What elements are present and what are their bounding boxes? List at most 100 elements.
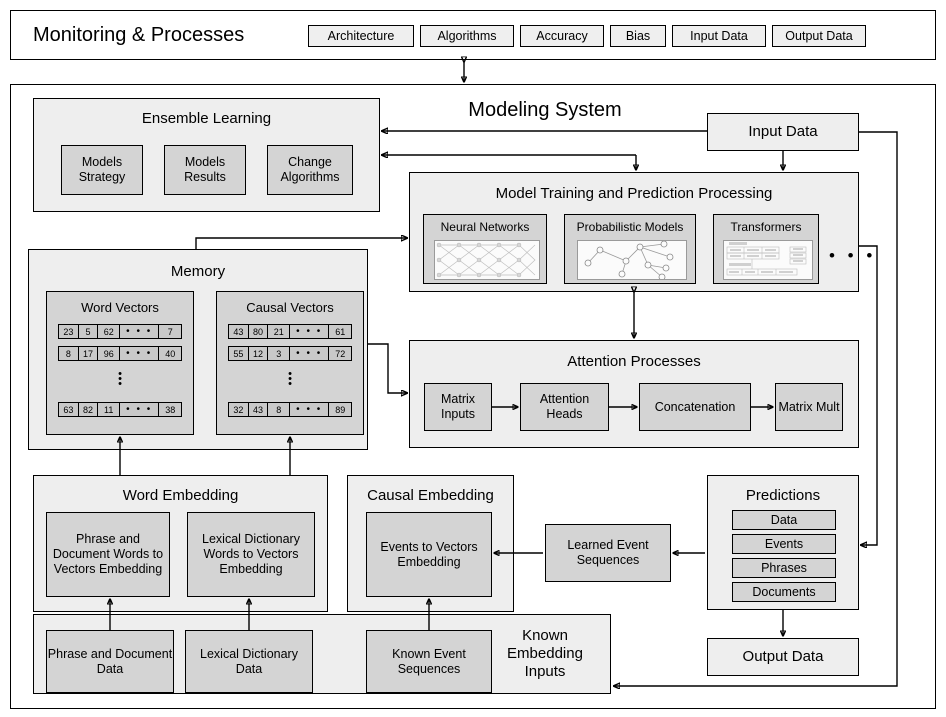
tab-accuracy[interactable]: Accuracy — [520, 25, 604, 47]
lexical-dictionary-embedding-node[interactable]: Lexical Dictionary Words to Vectors Embe… — [187, 512, 315, 597]
tab-bias[interactable]: Bias — [610, 25, 666, 47]
concatenation-node[interactable]: Concatenation — [639, 383, 751, 431]
ensemble-learning-title: Ensemble Learning — [141, 110, 272, 127]
causal-vectors-title: Causal Vectors — [246, 300, 334, 315]
learned-event-sequences-node[interactable]: Learned Event Sequences — [545, 524, 671, 582]
memory-title: Memory — [170, 263, 226, 280]
vector-cell-ellipsis: • • • — [290, 347, 330, 360]
neural-networks-thumbnail — [434, 240, 540, 280]
vector-cell: 96 — [98, 347, 121, 360]
prediction-item-events[interactable]: Events — [732, 534, 836, 554]
vector-cell: 23 — [59, 325, 79, 338]
predictions-title: Predictions — [745, 487, 821, 504]
probabilistic-graph-graphic — [584, 241, 674, 279]
causal-vector-row: 43 80 21 • • • 61 — [228, 324, 352, 339]
change-algorithms-node[interactable]: Change Algorithms — [267, 145, 353, 195]
learned-event-sequences-label: Learned Event Sequences — [567, 538, 649, 567]
transformers-node[interactable]: Transformers — [713, 214, 819, 284]
models-strategy-node[interactable]: Models Strategy — [61, 145, 143, 195]
prediction-item-label: Events — [764, 536, 804, 551]
neural-networks-node[interactable]: Neural Networks — [423, 214, 547, 284]
neural-networks-label: Neural Networks — [440, 220, 530, 234]
modeling-system-title: Modeling System — [468, 99, 622, 121]
prediction-item-documents[interactable]: Documents — [732, 582, 836, 602]
vector-cell: 7 — [167, 326, 173, 337]
matrix-mult-label: Matrix Mult — [778, 399, 840, 414]
vector-cell: 11 — [98, 403, 121, 416]
phrase-document-data-label: Phrase and Document Data — [47, 646, 173, 676]
causal-embedding-title: Causal Embedding — [367, 487, 494, 504]
models-results-label: Models Results — [184, 155, 226, 184]
vector-cell: 82 — [79, 403, 99, 416]
vector-cell: 43 — [249, 403, 269, 416]
training-ellipsis: • • • — [829, 246, 877, 265]
transformers-label: Transformers — [730, 220, 802, 234]
tab-algorithms[interactable]: Algorithms — [420, 25, 514, 47]
tab-output-data-label: Output Data — [785, 28, 853, 43]
vector-cell: 38 — [165, 404, 176, 415]
prediction-item-phrases[interactable]: Phrases — [732, 558, 836, 578]
vector-cell: 80 — [249, 325, 269, 338]
vector-cell: 89 — [335, 404, 346, 415]
events-to-vectors-label: Events to Vectors Embedding — [380, 539, 478, 569]
known-event-sequences-label: Known Event Sequences — [392, 646, 466, 676]
attention-heads-node[interactable]: Attention Heads — [520, 383, 609, 431]
output-data-node[interactable]: Output Data — [707, 638, 859, 676]
causal-vectors-node[interactable]: Causal Vectors 43 80 21 • • • 61 55 12 3… — [216, 291, 364, 435]
matrix-inputs-node[interactable]: Matrix Inputs — [424, 383, 492, 431]
probabilistic-models-label: Probabilistic Models — [576, 220, 684, 234]
vector-cell-ellipsis: • • • — [120, 403, 160, 416]
model-training-title: Model Training and Prediction Processing — [495, 185, 773, 202]
events-to-vectors-node[interactable]: Events to Vectors Embedding — [366, 512, 492, 597]
tab-architecture-label: Architecture — [327, 28, 395, 43]
prediction-item-label: Phrases — [761, 560, 807, 575]
phrase-document-embedding-node[interactable]: Phrase and Document Words to Vectors Emb… — [46, 512, 170, 597]
probabilistic-models-node[interactable]: Probabilistic Models — [564, 214, 696, 284]
prediction-item-label: Data — [770, 512, 798, 527]
lexical-dictionary-data-node[interactable]: Lexical Dictionary Data — [185, 630, 313, 693]
phrase-document-embedding-label: Phrase and Document Words to Vectors Emb… — [52, 532, 164, 576]
tab-architecture[interactable]: Architecture — [308, 25, 414, 47]
vector-cell-ellipsis: • • • — [290, 325, 330, 338]
causal-vectors-vertical-ellipsis: ••• — [288, 368, 292, 390]
tab-output-data[interactable]: Output Data — [772, 25, 866, 47]
vector-cell: 55 — [229, 347, 249, 360]
prediction-item-data[interactable]: Data — [732, 510, 836, 530]
lexical-dictionary-data-label: Lexical Dictionary Data — [200, 646, 298, 676]
vector-cell: 12 — [249, 347, 269, 360]
vector-cell: 40 — [165, 348, 176, 359]
tab-input-data[interactable]: Input Data — [672, 25, 766, 47]
known-event-sequences-node[interactable]: Known Event Sequences — [366, 630, 492, 693]
word-vectors-node[interactable]: Word Vectors 23 5 62 • • • 7 8 17 96 • •… — [46, 291, 194, 435]
attention-heads-label: Attention Heads — [539, 392, 590, 421]
lexical-dictionary-embedding-label: Lexical Dictionary Words to Vectors Embe… — [202, 532, 300, 576]
phrase-document-data-node[interactable]: Phrase and Document Data — [46, 630, 174, 693]
neural-networks-graphic — [436, 242, 536, 278]
matrix-mult-node[interactable]: Matrix Mult — [775, 383, 843, 431]
vector-cell: 61 — [335, 326, 346, 337]
vector-cell: 3 — [268, 347, 291, 360]
tab-algorithms-label: Algorithms — [437, 28, 497, 43]
input-data-node[interactable]: Input Data — [707, 113, 859, 151]
vector-cell-ellipsis: • • • — [120, 347, 160, 360]
output-data-label: Output Data — [742, 648, 824, 666]
vector-cell: 72 — [335, 348, 346, 359]
word-vectors-vertical-ellipsis: ••• — [118, 368, 122, 390]
transformers-table-graphic — [726, 242, 807, 276]
tab-bias-label: Bias — [625, 28, 651, 43]
causal-vector-row: 55 12 3 • • • 72 — [228, 346, 352, 361]
vector-cell: 62 — [98, 325, 121, 338]
models-strategy-label: Models Strategy — [78, 155, 126, 184]
attention-processes-title: Attention Processes — [567, 353, 701, 370]
models-results-node[interactable]: Models Results — [164, 145, 246, 195]
vector-cell: 63 — [59, 403, 79, 416]
word-embedding-title: Word Embedding — [122, 487, 239, 504]
known-embedding-inputs-title: Known Embedding Inputs — [507, 627, 583, 680]
page-title: Monitoring & Processes — [33, 24, 245, 46]
vector-cell: 32 — [229, 403, 249, 416]
word-vector-row: 8 17 96 • • • 40 — [58, 346, 182, 361]
vector-cell: 8 — [59, 347, 79, 360]
vector-cell: 8 — [268, 403, 291, 416]
causal-vector-row: 32 43 8 • • • 89 — [228, 402, 352, 417]
